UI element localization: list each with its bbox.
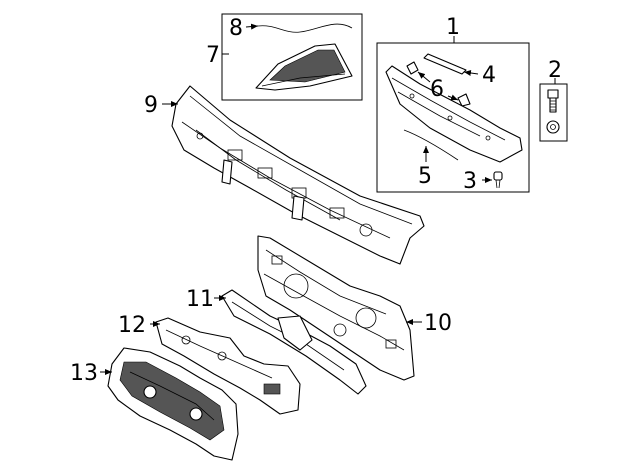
callout-8: 8 (229, 16, 243, 41)
part-6-clip-b (457, 93, 471, 107)
callout-3: 3 (463, 169, 477, 194)
group-box-7-8 (221, 13, 363, 101)
part-6-clip-a (406, 61, 419, 75)
part-13-lower-insulator (107, 347, 239, 461)
callout-12: 12 (118, 313, 146, 338)
part-7-cover (255, 43, 353, 91)
part-3-clip (493, 171, 503, 189)
callout-6: 6 (430, 77, 444, 102)
leader-6b (447, 94, 459, 101)
callout-4: 4 (482, 63, 496, 88)
group-box-2 (539, 83, 568, 142)
part-9-cowl-panel (171, 85, 425, 265)
callout-5: 5 (418, 164, 432, 189)
part-11-reinforcement (221, 289, 367, 395)
callout-10: 10 (424, 311, 452, 336)
leader-4 (463, 70, 479, 76)
leader-8 (245, 23, 259, 30)
callout-2: 2 (548, 58, 562, 83)
group-box-1 (376, 42, 530, 193)
part-5-weatherstrip (403, 129, 459, 161)
part-1-cowl-panel (385, 65, 523, 163)
callout-9: 9 (144, 93, 158, 118)
callout-11: 11 (186, 287, 214, 312)
part-4-seal (423, 53, 467, 75)
leader-6a (417, 71, 431, 83)
part-12-insulator (155, 317, 301, 415)
part-2-bolt (546, 89, 560, 134)
part-10-dash-panel (257, 235, 415, 381)
callout-1: 1 (446, 15, 460, 40)
callout-7: 7 (206, 43, 220, 68)
callout-13: 13 (70, 361, 98, 386)
part-8-strip (257, 23, 353, 33)
